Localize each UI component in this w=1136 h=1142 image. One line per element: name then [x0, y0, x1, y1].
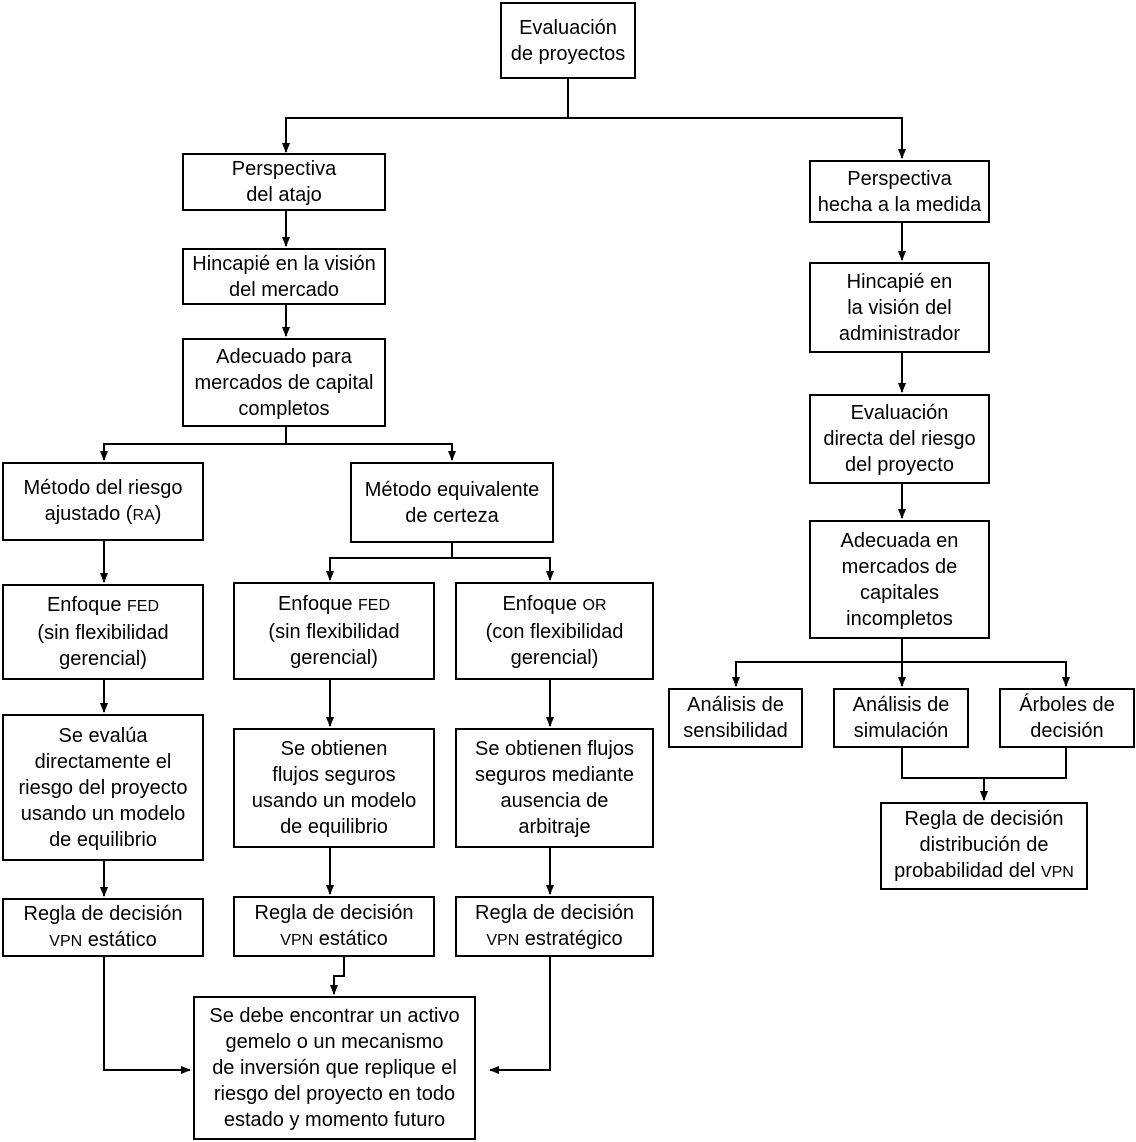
node-label: Método del riesgo ajustado (RA) [23, 476, 183, 525]
node-administrator-view: Hincapié en la visión del administrador [809, 262, 990, 353]
node-label: Regla de decisión VPN estratégico [475, 901, 634, 950]
node-certainty-equivalent-method: Método equivalente de certeza [350, 462, 554, 543]
node-label: Se obtienen flujos seguros mediante ause… [474, 738, 634, 838]
node-decision-rule-left: Regla de decisión VPN estático [2, 898, 204, 957]
node-direct-risk-evaluation: Se evalúa directamente el riesgo del pro… [2, 714, 204, 861]
node-label: Perspectiva hecha a la medida [817, 167, 982, 216]
node-twin-asset: Se debe encontrar un activo gemelo o un … [193, 996, 476, 1140]
node-label: Análisis de sensibilidad [683, 694, 788, 742]
node-label: Adecuado para mercados de capital comple… [194, 345, 374, 420]
node-label: Regla de decisión VPN estático [23, 902, 183, 951]
node-label: Evaluación directa del riesgo del proyec… [823, 402, 976, 476]
node-label: Se evalúa directamente el riesgo del pro… [18, 724, 188, 851]
node-decision-rule-middle: Regla de decisión VPN estático [233, 896, 435, 957]
node-label: Regla de decisión distribución de probab… [894, 808, 1074, 882]
node-decision-trees: Árboles de decisión [999, 688, 1135, 748]
node-sensitivity-analysis: Análisis de sensibilidad [668, 688, 803, 748]
node-complete-markets: Adecuado para mercados de capital comple… [182, 338, 386, 427]
node-tailored-perspective: Perspectiva hecha a la medida [809, 160, 990, 223]
node-simulation-analysis: Análisis de simulación [833, 688, 969, 748]
node-label: Árboles de decisión [1019, 694, 1115, 742]
node-label: Se debe encontrar un activo gemelo o un … [209, 1005, 460, 1131]
node-project-evaluation: Evaluación de proyectos [500, 2, 636, 79]
node-fed-approach-left: Enfoque FED (sin flexibilidad gerencial) [2, 584, 204, 680]
node-label: Enfoque OR (con flexibilidad gerencial) [485, 593, 624, 669]
node-label: Hincapié en la visión del mercado [192, 252, 376, 301]
node-incomplete-markets: Adecuada en mercados de capitales incomp… [809, 520, 990, 639]
node-risk-adjusted-method: Método del riesgo ajustado (RA) [2, 462, 204, 541]
node-decision-rule-distribution: Regla de decisión distribución de probab… [880, 802, 1088, 890]
node-label: Análisis de simulación [852, 694, 950, 742]
node-fed-approach-middle: Enfoque FED (sin flexibilidad gerencial) [233, 582, 435, 680]
node-label: Enfoque FED (sin flexibilidad gerencial) [37, 594, 169, 670]
node-label: Evaluación de proyectos [510, 16, 626, 65]
node-label: Perspectiva del atajo [231, 158, 337, 206]
node-label: Se obtienen flujos seguros usando un mod… [251, 738, 417, 838]
node-label: Hincapié en la visión del administrador [838, 270, 961, 345]
node-safe-flows-arbitrage: Se obtienen flujos seguros mediante ause… [455, 728, 654, 848]
node-decision-rule-strategic: Regla de decisión VPN estratégico [455, 896, 654, 957]
node-direct-project-risk: Evaluación directa del riesgo del proyec… [809, 394, 990, 484]
node-or-approach: Enfoque OR (con flexibilidad gerencial) [455, 582, 654, 680]
node-shortcut-perspective: Perspectiva del atajo [182, 153, 386, 211]
node-label: Enfoque FED (sin flexibilidad gerencial) [268, 593, 400, 669]
node-market-view: Hincapié en la visión del mercado [182, 248, 386, 305]
node-label: Regla de decisión VPN estático [254, 901, 414, 950]
node-label: Método equivalente de certeza [364, 478, 540, 527]
node-safe-flows-equilibrium: Se obtienen flujos seguros usando un mod… [233, 728, 435, 848]
node-label: Adecuada en mercados de capitales incomp… [840, 529, 959, 630]
